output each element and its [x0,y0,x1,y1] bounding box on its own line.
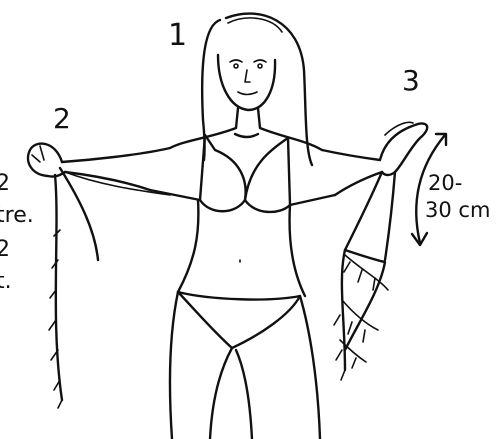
margin-fragment-c: 2 [0,237,10,262]
hair [202,14,312,165]
margin-fragment-b: tre. [0,203,34,228]
measurement-label-line2: 30 cm [425,198,490,222]
left-arm [62,148,170,190]
margin-fragment-d: t. [0,269,12,294]
margin-fragment-a: 2 [0,171,10,196]
legs [170,292,320,439]
face [218,55,275,110]
left-hand [28,144,65,177]
right-hand [380,122,427,175]
right-arm [322,150,382,195]
sarong-left-panel [49,168,170,408]
step-label-2: 2 [53,102,71,135]
step-label-3: 3 [402,64,420,97]
measurement-label-line1: 20- [428,171,462,195]
sarong-right-panel [334,172,395,380]
bikini-bottom [178,260,300,348]
step-label-1: 1 [168,18,187,53]
